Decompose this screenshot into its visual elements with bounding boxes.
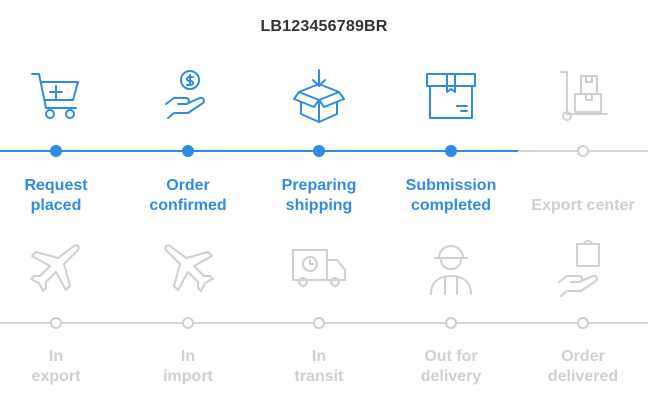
- step-dot-preparing-shipping: [313, 145, 325, 157]
- step-label-in-transit: In transit: [294, 348, 344, 385]
- step-label-order-delivered: Order delivered: [547, 348, 619, 385]
- step-label-in-export: In export: [31, 348, 81, 385]
- delivery-truck-icon: [289, 238, 349, 298]
- step-dot-export-center: [577, 145, 589, 157]
- step-label-request-placed: Request placed: [24, 177, 88, 214]
- step-dot-in-transit: [313, 317, 325, 329]
- step-label-in-import: In import: [163, 348, 213, 385]
- step-dot-request-placed: [50, 145, 62, 157]
- step-dot-order-confirmed: [182, 145, 194, 157]
- hand-truck-icon: [553, 66, 613, 126]
- step-label-preparing-shipping: Preparing shipping: [281, 177, 357, 214]
- airplane-icon: [158, 238, 218, 298]
- progress-line-completed: [0, 150, 518, 152]
- step-label-export-center: Export center: [531, 197, 635, 214]
- airplane-icon: [26, 238, 86, 298]
- hand-package-icon: [553, 238, 613, 298]
- step-dot-in-export: [50, 317, 62, 329]
- package-icon: [421, 66, 481, 126]
- hand-coin-icon: [158, 66, 218, 126]
- step-dot-submission-completed: [445, 145, 457, 157]
- shopping-cart-icon: [26, 66, 86, 126]
- step-dot-in-import: [182, 317, 194, 329]
- step-label-out-for-delivery: Out for delivery: [420, 348, 482, 385]
- step-dot-out-for-delivery: [445, 317, 457, 329]
- tracking-number: LB123456789BR: [260, 18, 388, 35]
- step-label-order-confirmed: Order confirmed: [149, 177, 227, 214]
- courier-icon: [421, 238, 481, 298]
- step-dot-order-delivered: [577, 317, 589, 329]
- step-label-submission-completed: Submission completed: [405, 177, 497, 214]
- box-open-icon: [289, 66, 349, 126]
